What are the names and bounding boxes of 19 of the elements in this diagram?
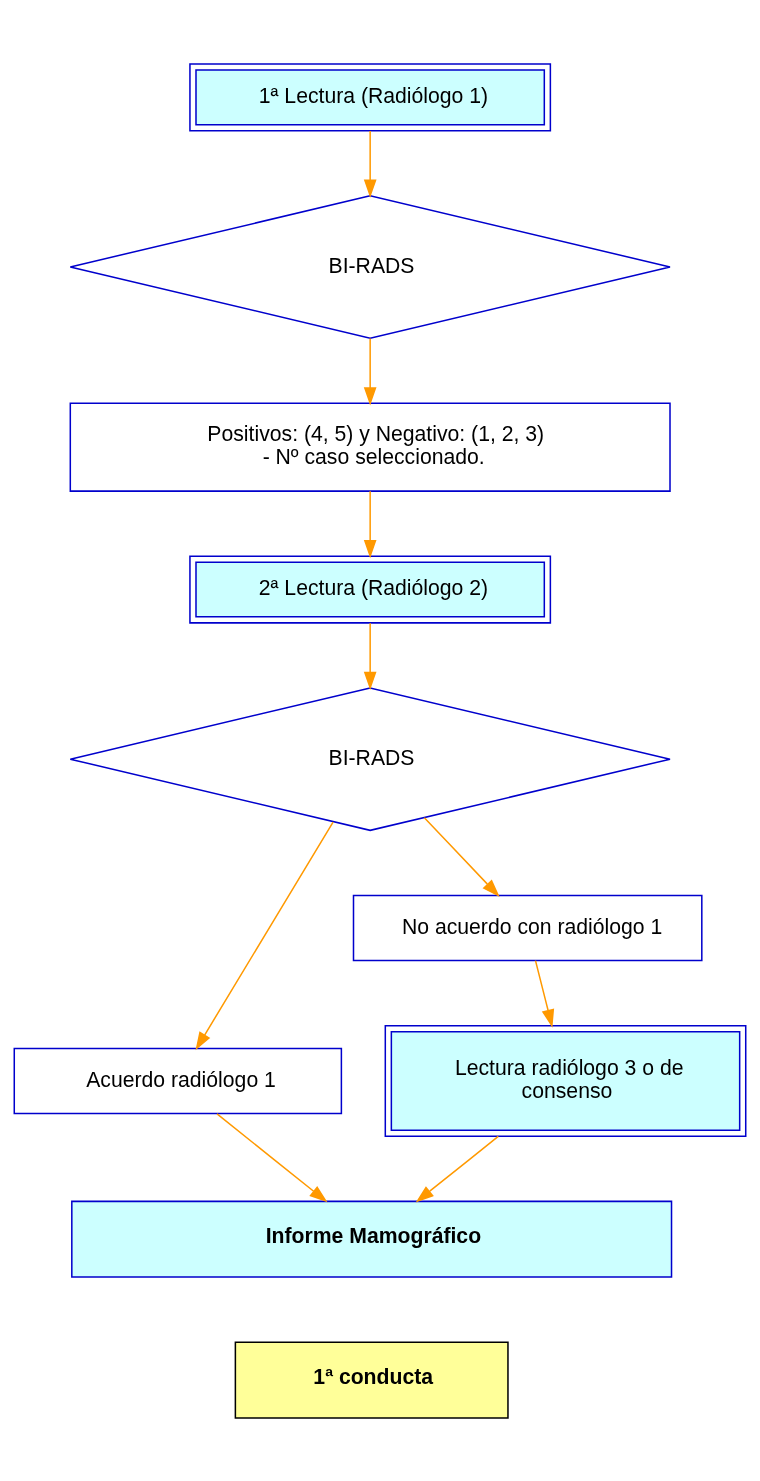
arrow (363, 337, 377, 405)
node-box: No acuerdo con radiólogo 1 (352, 894, 703, 961)
node-box: 1ª conducta (234, 1340, 509, 1419)
node-box: Positivos: (4, 5) y Negativo: (1, 2, 3) - Nº caso seleccionado. (69, 402, 671, 492)
node-box: 2ª Lectura (Radiólogo 2) (189, 555, 552, 624)
node-box: Acuerdo radiólogo 1 (13, 1047, 343, 1114)
arrow (195, 820, 334, 1050)
node-box: Lectura radiólogo 3 o de consenso (384, 1024, 747, 1137)
node-box: Informe Mamográfico (71, 1200, 673, 1278)
arrow (363, 129, 377, 198)
arrow (423, 816, 500, 897)
arrow (415, 1135, 499, 1202)
node-diamond: BI-RADS (69, 194, 671, 339)
node-diamond: BI-RADS (69, 686, 671, 831)
arrow (534, 959, 555, 1028)
arrow (363, 490, 377, 558)
node-box: 1ª Lectura (Radiólogo 1) (189, 62, 552, 131)
arrow (216, 1112, 328, 1202)
arrow (363, 621, 377, 690)
